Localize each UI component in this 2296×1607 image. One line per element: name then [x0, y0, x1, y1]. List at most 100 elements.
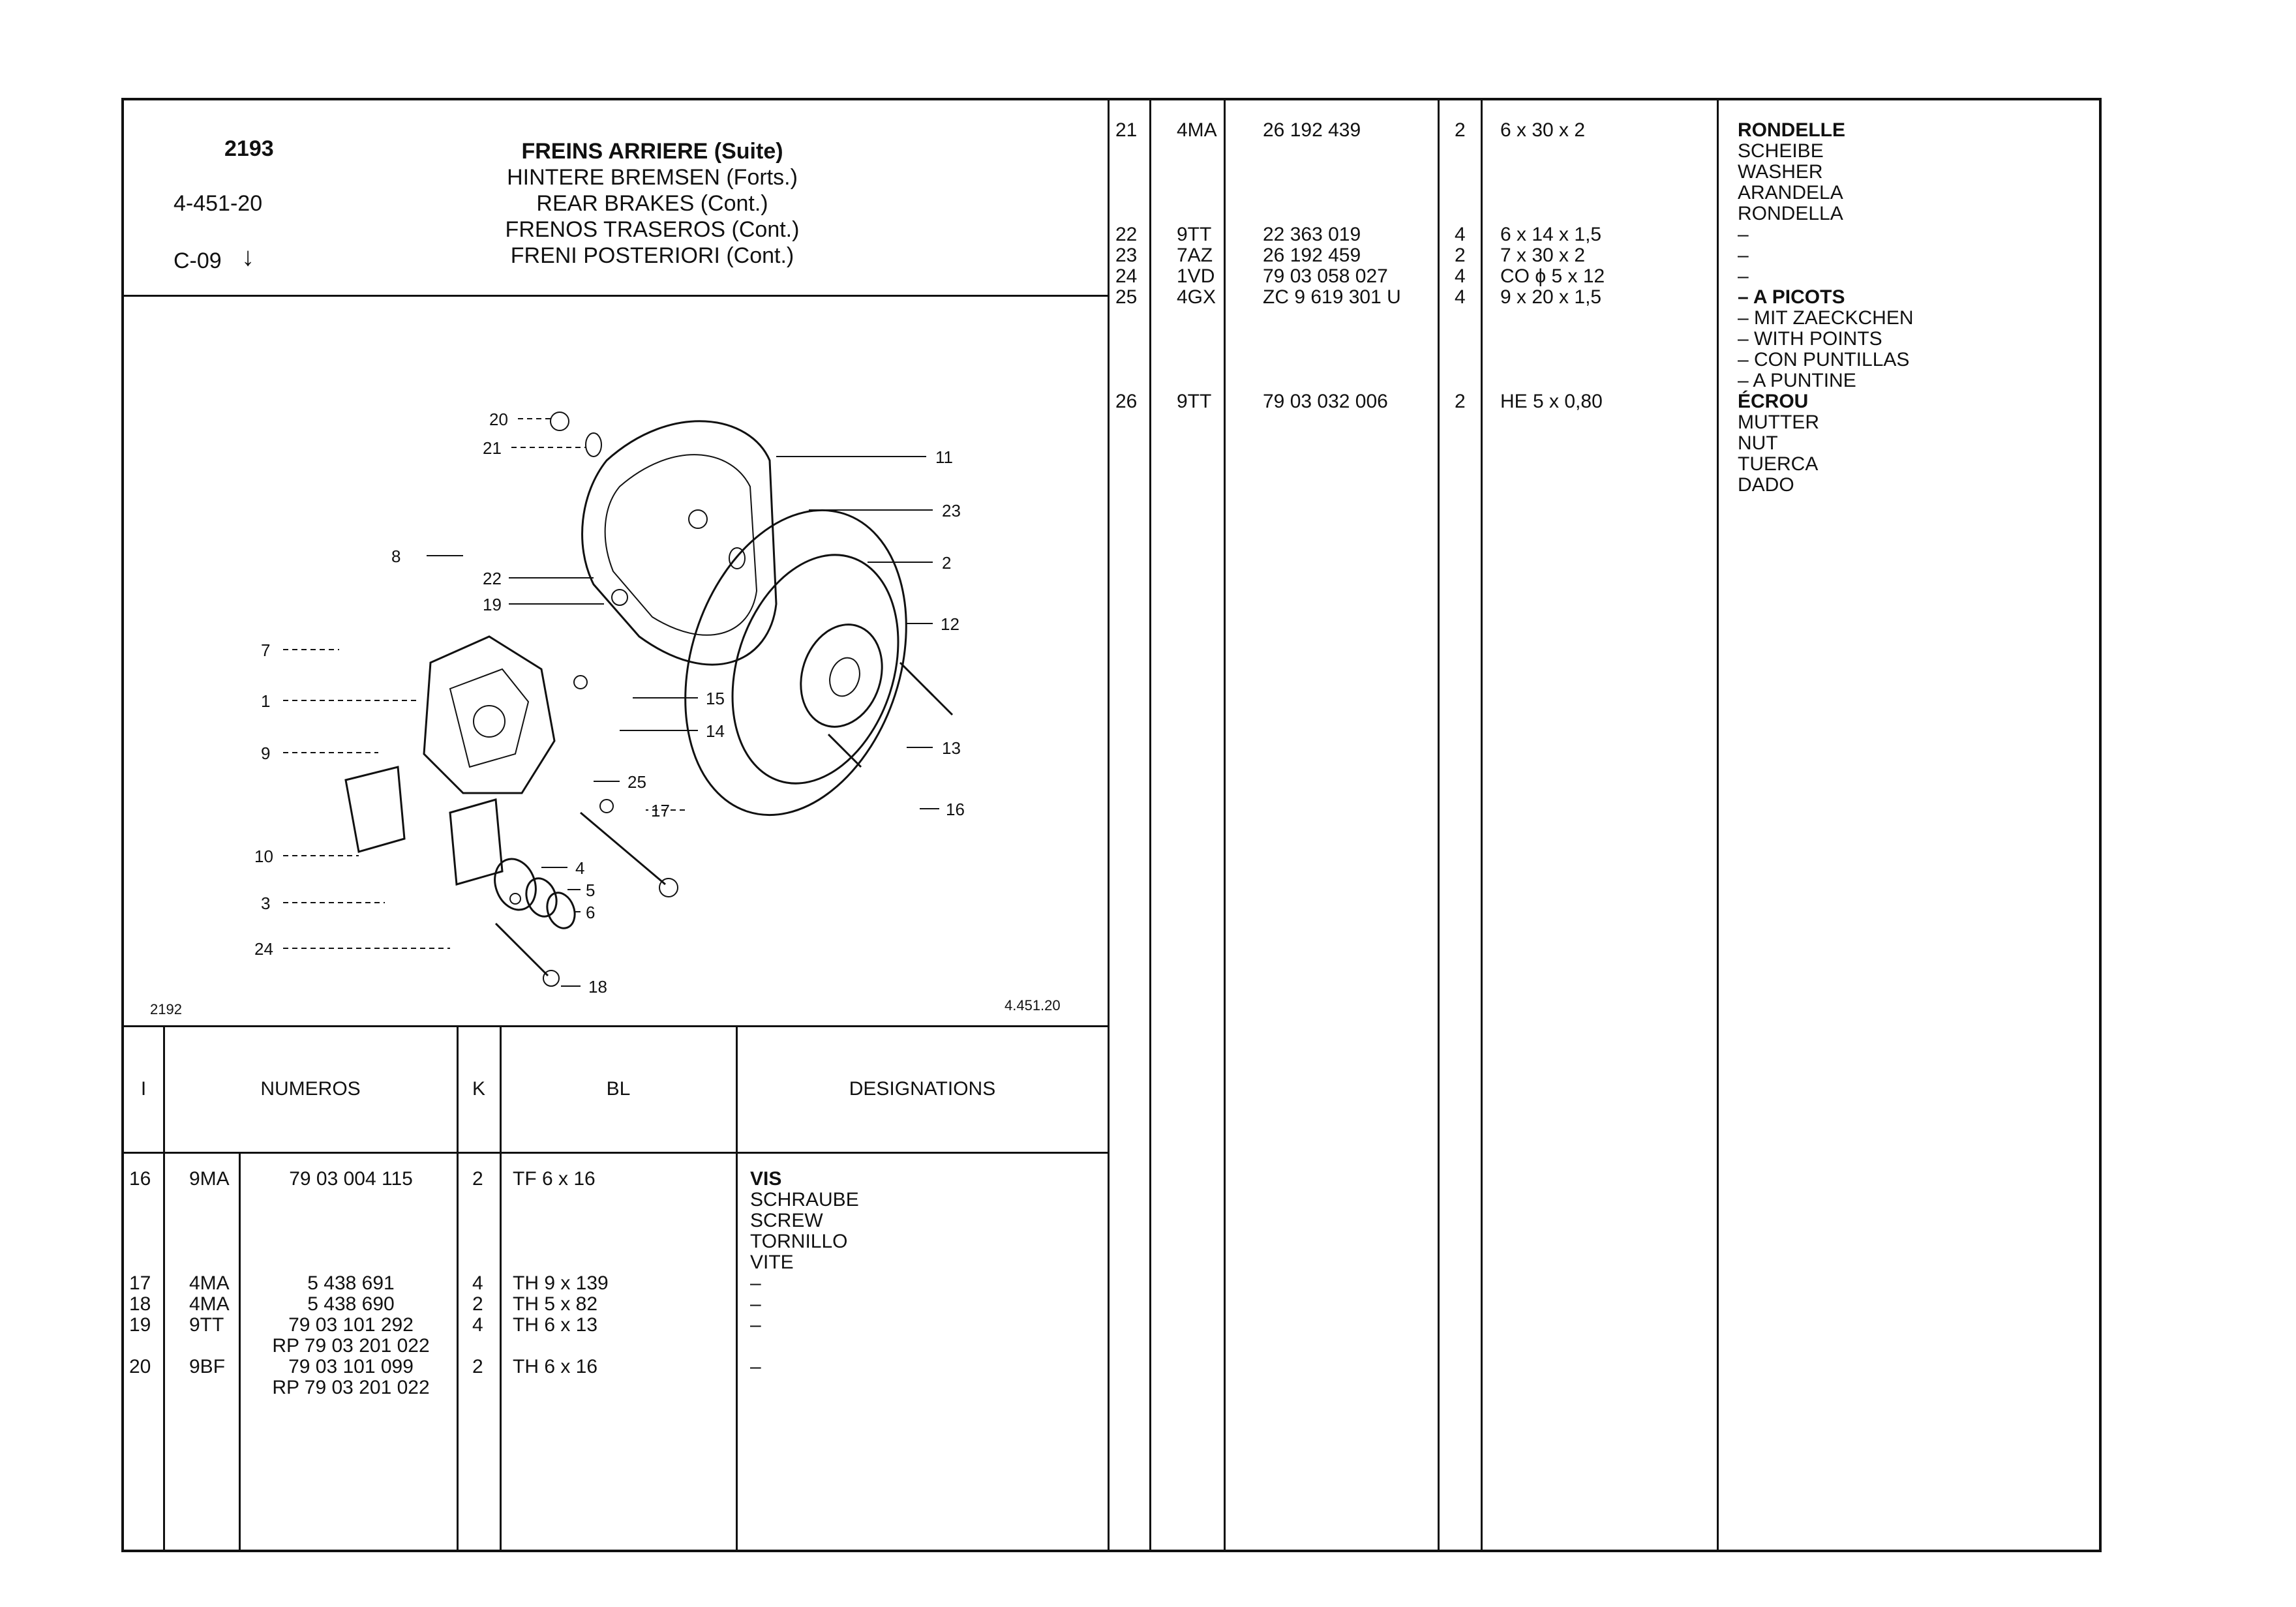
right-number-cell-4 — [1263, 203, 1401, 224]
left-number-cell-1 — [245, 1190, 457, 1210]
right-supplier-cell-14 — [1177, 412, 1217, 433]
callout-20: 20 — [489, 410, 508, 429]
left-dimension-cell-6: TH 5 x 82 — [513, 1293, 598, 1315]
right-designation-cell-17: DADO — [1738, 474, 1794, 496]
table-header-divider — [123, 1152, 1109, 1154]
right-qty-cell-3 — [1455, 183, 1466, 203]
left-designation-cell-7: – — [750, 1314, 761, 1336]
left-qty-cell-5: 4 — [472, 1272, 483, 1294]
left-dimension-cell-10 — [513, 1377, 609, 1398]
left-qty-cell-9: 2 — [472, 1356, 483, 1377]
right-number-cell-0: 26 192 439 — [1263, 119, 1361, 141]
callout-21: 21 — [483, 438, 502, 458]
caliper — [423, 635, 556, 794]
right-supplier-cell-7: 1VD — [1177, 265, 1215, 287]
left-number-cell-9: 79 03 101 099 — [288, 1356, 414, 1377]
right-dimension-cell-15 — [1500, 433, 1605, 454]
right-dimension-cell-6: 7 x 30 x 2 — [1500, 245, 1586, 266]
right-number-cell-13: 79 03 032 006 — [1263, 391, 1388, 412]
brake-disc — [684, 509, 907, 817]
right-number-cell-15 — [1263, 433, 1401, 454]
right-number-cell-2 — [1263, 162, 1401, 183]
diagram-right-code: 4.451.20 — [1004, 997, 1061, 1014]
right-dimension-cell-7: CO ϕ 5 x 12 — [1500, 265, 1605, 287]
right-index-cell-13: 26 — [1115, 391, 1138, 412]
right-supplier-cell-11 — [1177, 350, 1217, 370]
left-col-line-3 — [457, 1025, 459, 1551]
left-designation-cell-2: SCREW — [750, 1210, 823, 1231]
callout-11: 11 — [935, 447, 953, 467]
left-supplier-cell-5: 4MA — [189, 1272, 230, 1294]
right-index-cell-3 — [1115, 183, 1137, 203]
left-col-line-2 — [239, 1152, 241, 1551]
right-designation-cell-12: – A PUNTINE — [1738, 370, 1856, 391]
right-dimension-cell-14 — [1500, 412, 1605, 433]
right-dimension-cell-3 — [1500, 183, 1605, 203]
right-dimension-cell-9 — [1500, 308, 1605, 329]
callout-17: 17 — [651, 801, 670, 820]
right-dimension-cell-4 — [1500, 203, 1605, 224]
right-designation-cell-9: – MIT ZAECKCHEN — [1738, 307, 1914, 329]
right-qty-cell-1 — [1455, 141, 1466, 162]
right-number-cell-6: 26 192 459 — [1263, 245, 1361, 266]
header-divider — [123, 295, 1109, 297]
ref-number: 2193 — [224, 136, 274, 161]
left-designation-cell-9: – — [750, 1356, 761, 1377]
right-supplier-cell-3 — [1177, 183, 1217, 203]
right-number-cell-9 — [1263, 308, 1401, 329]
left-index-cell-5: 17 — [129, 1272, 151, 1294]
right-index-cell-15 — [1115, 433, 1137, 454]
title-fr: FREINS ARRIERE (Suite) — [521, 139, 783, 164]
right-index-cell-14 — [1115, 412, 1137, 433]
left-number-cell-6: 5 438 690 — [307, 1293, 395, 1315]
col-header-bl: BL — [606, 1078, 631, 1100]
left-supplier-cell-2 — [189, 1210, 230, 1231]
left-designation-cell-4: VITE — [750, 1252, 794, 1273]
right-qty-cell-15 — [1455, 433, 1466, 454]
right-designation-cell-7: – — [1738, 265, 1749, 287]
right-dimension-cell-11 — [1500, 350, 1605, 370]
left-dimension-cell-0: TF 6 x 16 — [513, 1168, 596, 1190]
right-number-cell-3 — [1263, 183, 1401, 203]
left-index-cell-3 — [129, 1231, 151, 1252]
left-qty-cell-4 — [472, 1252, 483, 1273]
left-designation-cell-5: – — [750, 1272, 761, 1294]
left-dimension-cell-3 — [513, 1231, 609, 1252]
col-header-index: I — [140, 1078, 147, 1100]
left-number-cell-3 — [245, 1231, 457, 1252]
right-qty-cell-9 — [1455, 308, 1466, 329]
right-index-cell-9 — [1115, 308, 1137, 329]
left-qty-cell-2 — [472, 1210, 483, 1231]
exploded-brake-diagram: 20 21 11 23 2 8 22 19 7 15 14 12 13 1 9 … — [254, 410, 965, 997]
right-index-cell-17 — [1115, 475, 1137, 496]
callout-24: 24 — [254, 939, 273, 959]
left-qty-cell-7: 4 — [472, 1314, 483, 1336]
right-supplier-cell-5: 9TT — [1177, 224, 1212, 245]
right-dimension-cell-0: 6 x 30 x 2 — [1500, 119, 1586, 141]
left-index-cell-8 — [129, 1336, 151, 1357]
diagram-left-code: 2192 — [150, 1001, 182, 1017]
right-dimension-cell-12 — [1500, 370, 1605, 391]
callout-2: 2 — [942, 553, 951, 573]
right-index-cell-6: 23 — [1115, 245, 1138, 266]
right-supplier-cell-10 — [1177, 329, 1217, 350]
callout-22: 22 — [483, 569, 502, 588]
left-supplier-cell-9: 9BF — [189, 1356, 226, 1377]
callout-10: 10 — [254, 847, 273, 866]
callout-8-top: 8 — [391, 547, 400, 566]
right-number-cell-12 — [1263, 370, 1401, 391]
right-supplier-cell-16 — [1177, 454, 1217, 475]
page-frame — [121, 98, 2102, 1552]
left-index-cell-4 — [129, 1252, 151, 1273]
left-qty-cell-6: 2 — [472, 1293, 483, 1315]
left-supplier-cell-8 — [189, 1336, 230, 1357]
left-supplier-cell-10 — [189, 1377, 230, 1398]
left-index-cell-9: 20 — [129, 1356, 151, 1377]
right-qty-cell-0: 2 — [1455, 119, 1466, 141]
right-designation-cell-1: SCHEIBE — [1738, 140, 1824, 162]
left-qty-cell-1 — [472, 1190, 483, 1210]
